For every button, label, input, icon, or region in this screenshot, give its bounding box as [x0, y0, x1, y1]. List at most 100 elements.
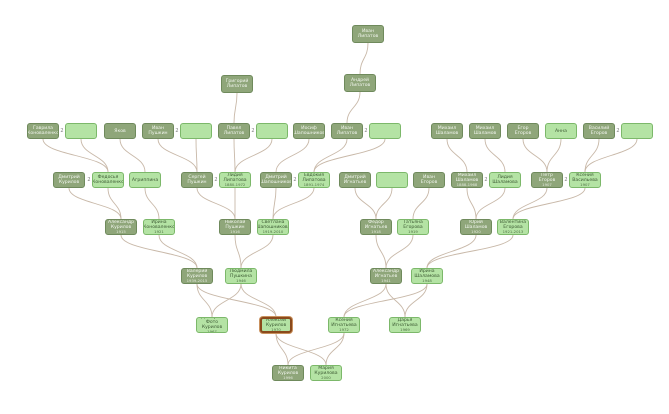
tree-link — [272, 187, 277, 220]
person-card[interactable] — [65, 123, 97, 139]
person-years: 1907 — [542, 181, 552, 187]
person-card[interactable] — [621, 123, 653, 139]
person-card[interactable]: Иосиф Шапошников — [293, 123, 325, 139]
person-name: Светлана Шапошникова — [257, 219, 289, 230]
person-card[interactable]: Михаил Шаламов — [469, 123, 501, 139]
person-card[interactable]: Иван Липатов — [352, 25, 384, 43]
person-card[interactable]: Василий Егоров — [583, 123, 615, 139]
person-name: Евдокия Липатова — [302, 172, 326, 183]
person-card[interactable]: Гаврила Коноваленко — [27, 123, 59, 139]
person-card[interactable]: Агриппина — [129, 172, 161, 188]
person-name: Василий Егоров — [588, 126, 610, 136]
person-card[interactable]: Иван Егоров — [413, 172, 445, 188]
person-card[interactable]: Павел Липатов — [218, 123, 250, 139]
person-card[interactable]: Дмитрий Шапошников — [260, 172, 292, 188]
person-card[interactable]: Лидия Шаламова — [489, 172, 521, 188]
person-name: Петр Егоров — [538, 172, 556, 183]
person-name: Лидия Липатова — [223, 172, 247, 183]
tree-link — [275, 138, 310, 173]
person-name: Лидия Шаламова — [492, 175, 518, 185]
tree-link — [158, 234, 198, 269]
person-card[interactable]: Андрей Липатов — [344, 74, 376, 92]
tree-link — [426, 234, 514, 269]
person-name: Сергей Пушкин — [187, 175, 207, 185]
person-card[interactable]: Михаил Шаламов — [431, 123, 463, 139]
person-years: 1967 — [207, 329, 217, 333]
tree-link — [211, 283, 242, 318]
person-card[interactable]: Григорий Липатов — [221, 75, 253, 93]
person-card[interactable]: Анна — [545, 123, 577, 139]
marriage-number: 2 — [564, 177, 568, 183]
person-card[interactable]: Иван Липатов — [331, 123, 363, 139]
person-name: Ксения Игнатьева — [331, 317, 357, 328]
person-years: 1918 — [371, 228, 381, 234]
tree-link — [522, 138, 548, 173]
tree-link — [233, 92, 238, 124]
person-card[interactable] — [180, 123, 212, 139]
person-name: Михаил Шаламов — [473, 126, 497, 136]
person-card[interactable]: Егор Егоров — [507, 123, 539, 139]
person-card[interactable]: Дмитрий Игнатьев — [339, 172, 371, 188]
tree-link — [196, 283, 277, 318]
tree-link — [412, 187, 430, 220]
person-name: Федор Игнатьев — [364, 219, 388, 230]
tree-link — [346, 91, 361, 124]
tree-link — [275, 332, 327, 366]
person-years: 1996 — [283, 374, 293, 380]
person-name: Иван Липатов — [336, 126, 358, 136]
person-name: Ирина Коноваленко — [143, 219, 175, 230]
person-name: Иосиф Шапошников — [293, 126, 325, 136]
marriage-number: 2 — [87, 177, 91, 183]
person-card[interactable] — [369, 123, 401, 139]
person-name: Никита Курилов — [277, 365, 299, 376]
person-years: 1921 — [154, 228, 164, 234]
person-card[interactable]: Яков — [104, 123, 136, 139]
person-name: Алексей Курилов — [265, 317, 287, 328]
tree-link — [313, 138, 386, 173]
tree-link — [157, 138, 198, 173]
marriage-number: 2 — [484, 177, 488, 183]
person-years: 1920 — [471, 228, 481, 234]
person-years: 1970 — [271, 326, 281, 332]
person-card[interactable] — [376, 172, 408, 188]
person-card[interactable]: Дмитрий Курилов — [53, 172, 85, 188]
tree-link — [343, 283, 428, 318]
person-name: Михаил Шаламов — [435, 126, 459, 136]
person-card[interactable]: Иван Пушкин — [142, 123, 174, 139]
person-years: 1888-1968 — [456, 181, 478, 187]
person-name: Иван Егоров — [420, 175, 438, 185]
tree-link — [426, 234, 477, 269]
marriage-number: 2 — [60, 128, 64, 134]
marriage-number: 2 — [293, 177, 297, 183]
person-card[interactable]: Федосья Коноваленко — [92, 172, 124, 188]
person-name: Николай Пушкин — [224, 219, 246, 230]
person-card[interactable]: Сергей Пушкин — [181, 172, 213, 188]
tree-link — [375, 187, 393, 220]
person-card[interactable] — [256, 123, 288, 139]
tree-link — [375, 234, 387, 269]
